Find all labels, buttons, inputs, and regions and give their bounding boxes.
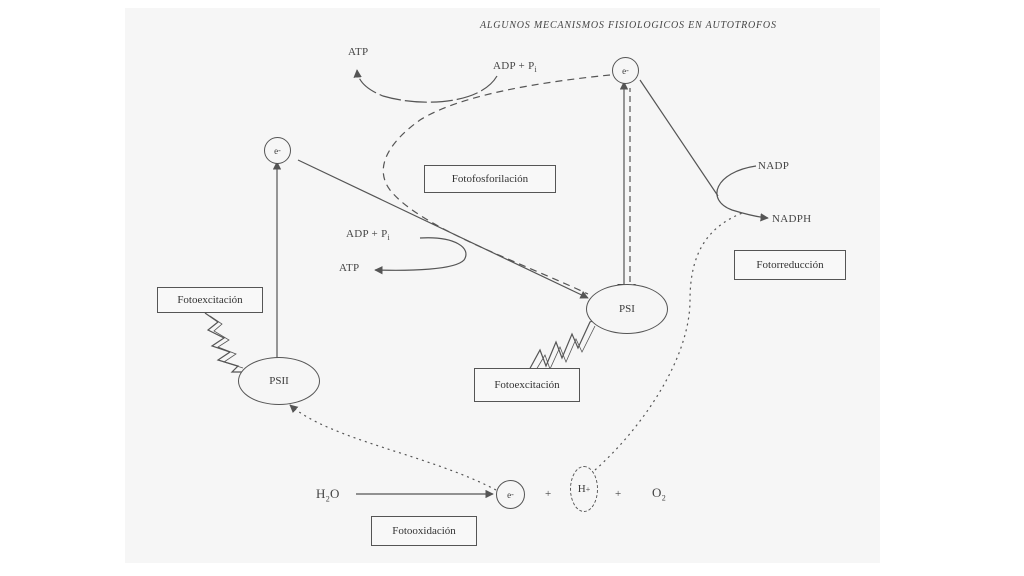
fotorreduccion-text: Fotorreducción — [756, 259, 824, 271]
atp-mid-label: ATP — [339, 262, 359, 274]
fotofosforilacion-box: Fotofosforilación — [424, 165, 556, 193]
psi-text: PSI — [619, 303, 635, 315]
electron-bottom-text: e — [507, 489, 512, 500]
oxygen-sub: 2 — [661, 493, 667, 503]
plus-sign-2: + — [615, 488, 622, 500]
proton-text: H — [577, 483, 586, 495]
nadp-text: NADP — [758, 160, 790, 172]
arrow-e-to-nadph — [639, 79, 719, 197]
dotted-h-to-nadph — [594, 211, 746, 471]
fotooxidacion-text: Fotooxidación — [392, 525, 456, 537]
electron-top-sup: - — [626, 66, 629, 75]
psii-text: PSII — [269, 375, 289, 387]
electron-bottom-sup: - — [511, 490, 514, 499]
atp-mid-text: ATP — [339, 262, 360, 274]
water-h-text: H — [316, 486, 326, 501]
atp-top-label: ATP — [348, 46, 368, 58]
electron-top-text: e — [622, 65, 627, 76]
electron-node-bottom: e- — [496, 480, 525, 509]
plus-1-text: + — [545, 488, 552, 500]
adp-top-sub: i — [534, 65, 538, 75]
nadp-label: NADP — [758, 160, 789, 172]
water-sub: 2 — [325, 494, 331, 504]
adp-mid-sub: i — [387, 233, 391, 243]
curve-adp-atp-mid — [374, 237, 467, 275]
dashed-cyclic-return — [382, 74, 611, 295]
oxygen-label: O2 — [652, 485, 666, 503]
plus-2-text: + — [615, 488, 622, 500]
electron-node-left: e- — [264, 137, 291, 164]
scanned-figure-area — [125, 8, 880, 563]
nadph-label: NADPH — [772, 213, 811, 225]
proton-sup: + — [585, 484, 591, 494]
fotoexcitacion-left-box: Fotoexcitación — [157, 287, 263, 313]
psi-node: PSI — [586, 284, 668, 334]
fotoexcitacion-left-text: Fotoexcitación — [177, 294, 243, 306]
curve-adp-atp-top — [353, 69, 498, 103]
adp-top-label: ADP + Pi — [493, 60, 537, 74]
fotooxidacion-box: Fotooxidación — [371, 516, 477, 546]
plus-sign-1: + — [545, 488, 552, 500]
electron-left-text: e — [274, 145, 279, 156]
water-o-text: O — [330, 486, 340, 501]
proton-node: H+ — [570, 466, 598, 512]
fotoexcitacion-right-box: Fotoexcitación — [474, 368, 580, 402]
fotorreduccion-box: Fotorreducción — [734, 250, 846, 280]
atp-top-text: ATP — [348, 46, 369, 58]
water-label: H2O — [316, 486, 340, 504]
electron-node-top: e- — [612, 57, 639, 84]
adp-mid-label: ADP + Pi — [346, 228, 390, 242]
dotted-e-to-psii — [289, 404, 497, 491]
curve-nadp-nadph — [716, 165, 769, 222]
adp-top-text: ADP + P — [493, 60, 535, 72]
page-title: ALGUNOS MECANISMOS FISIOLOGICOS EN AUTOT… — [480, 20, 777, 31]
page-title-text: ALGUNOS MECANISMOS FISIOLOGICOS EN AUTOT… — [480, 20, 777, 31]
psii-node: PSII — [238, 357, 320, 405]
oxygen-o-text: O — [652, 485, 662, 500]
zigzag-right — [527, 317, 601, 373]
zigzag-left — [204, 312, 248, 373]
nadph-text: NADPH — [772, 213, 812, 225]
fotoexcitacion-right-text: Fotoexcitación — [494, 379, 560, 391]
fotofosforilacion-text: Fotofosforilación — [451, 173, 529, 185]
adp-mid-text: ADP + P — [346, 228, 388, 240]
electron-left-sup: - — [278, 146, 281, 155]
